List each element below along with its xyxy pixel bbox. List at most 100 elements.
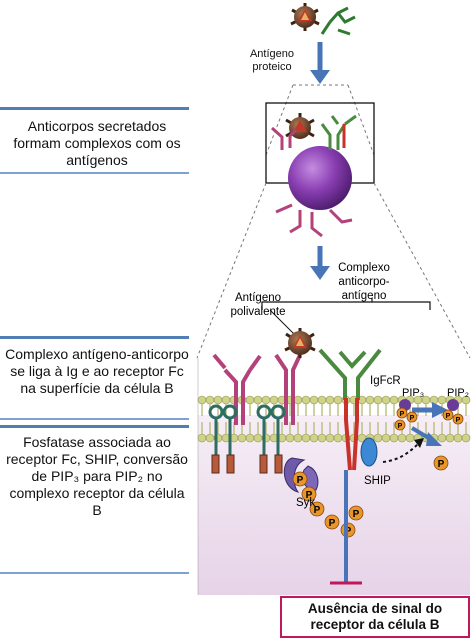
lipid-head	[301, 433, 311, 443]
zoom-line-top-right	[347, 84, 375, 156]
lipid-head	[197, 395, 207, 405]
lipid-head	[205, 395, 215, 405]
phosphate-p: P	[433, 455, 449, 471]
result-box: Ausência de sinal do receptor da célula …	[280, 596, 470, 638]
ship-arrow-head	[414, 438, 424, 448]
arrow-head-1	[310, 70, 330, 84]
lipid-head	[389, 395, 399, 405]
side-bar-top-2	[0, 336, 189, 339]
phosphate-p: P	[394, 419, 406, 431]
phosphate-p: P	[406, 411, 418, 423]
lipid-head	[301, 395, 311, 405]
lipid-head	[253, 395, 263, 405]
membrane-bilayer	[197, 395, 471, 443]
phosphate-label: P	[438, 459, 445, 470]
lipid-head	[461, 433, 471, 443]
side-label-ship: Fosfatase associada ao receptor Fc, SHIP…	[6, 434, 188, 518]
phosphate-label: P	[456, 417, 461, 424]
phosphate-label: P	[446, 413, 451, 420]
phosphate-p: P	[309, 501, 325, 517]
label-igfcr: IgFcR	[370, 375, 401, 387]
phosphate-label: P	[398, 423, 403, 430]
lipid-head	[317, 395, 327, 405]
antibody-bound	[318, 348, 382, 400]
label-pip3: PIP₃	[402, 387, 424, 399]
side-bar-bottom-1	[0, 172, 189, 174]
phosphate-label: P	[353, 509, 360, 520]
lipid-head	[317, 433, 327, 443]
arrow-head-2	[310, 266, 330, 280]
lipid-head	[373, 433, 383, 443]
label-complex-1: Complexo	[338, 262, 390, 274]
lipid-head	[293, 395, 303, 405]
side-bar-bottom-2	[0, 418, 189, 420]
lipid-head	[213, 395, 223, 405]
lipid-head	[197, 433, 207, 443]
antigen-polyvalent	[284, 328, 316, 358]
fc-receptor	[344, 398, 359, 471]
side-bar-top-3	[0, 425, 189, 428]
label-polyvalent-1: Antígeno	[235, 292, 281, 304]
b-cell	[288, 146, 352, 210]
inset-receptors	[270, 114, 357, 238]
side-bar-top-1	[0, 107, 189, 110]
lipid-head	[381, 433, 391, 443]
pip-arrow-2-head	[426, 432, 442, 446]
phosphate-p: P	[442, 409, 454, 421]
label-pip2: PIP₂	[447, 387, 469, 399]
label-complex-3: antígeno	[342, 290, 387, 302]
ig-alpha-beta	[208, 404, 286, 455]
ship-enzyme	[360, 437, 378, 467]
phosphate-p: P	[301, 486, 317, 502]
phosphate-p: P	[292, 471, 308, 487]
phosphate-label: P	[400, 411, 405, 418]
pip-arrow-head	[432, 402, 448, 418]
lipid-head	[253, 433, 263, 443]
complex-bracket	[261, 301, 431, 310]
lipid-head	[333, 433, 343, 443]
antigen-top	[290, 3, 320, 31]
phosphate-p: P	[452, 413, 464, 425]
phosphate-label: P	[314, 505, 321, 516]
phosphate-p: P	[396, 407, 408, 419]
lipid-head	[365, 395, 375, 405]
label-ship: SHIP	[364, 475, 391, 487]
label-complex-2: anticorpo-	[338, 276, 389, 288]
antibody-top	[320, 6, 356, 36]
phosphate-p: P	[348, 505, 364, 521]
zoom-line-top-left	[265, 84, 294, 156]
lipid-head	[429, 395, 439, 405]
pointer-ab	[269, 309, 296, 336]
lipid-head	[325, 395, 335, 405]
lipid-head	[381, 395, 391, 405]
itam-blocks	[211, 454, 283, 474]
lipid-head	[333, 395, 343, 405]
lipid-head	[285, 433, 295, 443]
phosphate-label: P	[329, 518, 336, 529]
lipid-head	[397, 433, 407, 443]
side-label-binding: Complexo antígeno-anticorpo se liga à Ig…	[5, 346, 189, 396]
lipid-head	[261, 395, 271, 405]
lipid-head	[437, 433, 447, 443]
lipid-head	[293, 433, 303, 443]
lipid-head	[245, 395, 255, 405]
phosphate-label: P	[306, 490, 313, 501]
phosphate-label: P	[297, 475, 304, 486]
label-syk: Syk	[296, 497, 315, 509]
lipid-head	[269, 395, 279, 405]
lipid-head	[325, 433, 335, 443]
lipid-head	[445, 433, 455, 443]
lipid-head	[309, 395, 319, 405]
phosphate-label: P	[410, 415, 415, 422]
lipid-head	[245, 433, 255, 443]
phospho-groups: PPPPPPPPPPPP	[292, 407, 464, 538]
lipid-head	[453, 433, 463, 443]
label-antigen-protein: Antígeno proteico	[249, 48, 295, 73]
lipid-head	[309, 433, 319, 443]
cell-interior	[198, 415, 470, 595]
phosphate-label: P	[345, 526, 352, 537]
lipid-head	[373, 395, 383, 405]
side-label-secretion: Anticorpos secretados formam complexos c…	[13, 118, 181, 168]
lipid-head	[437, 395, 447, 405]
